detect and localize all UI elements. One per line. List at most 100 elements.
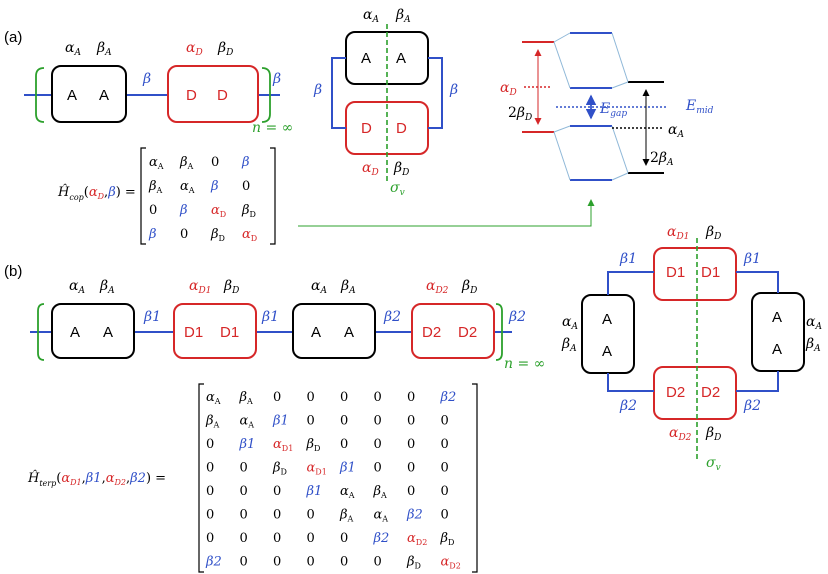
matrix-cell: 0 <box>340 414 348 429</box>
alpha-D-label: αD <box>362 160 379 178</box>
alpha-A-label: αA <box>65 40 81 58</box>
matrix-cell: 0 <box>407 414 415 429</box>
cycle-a <box>331 24 443 182</box>
matrix-cell: 0 <box>149 203 157 218</box>
svg-text:αD2: αD2 <box>669 425 692 443</box>
svg-text:βA: βA <box>561 336 577 354</box>
matrix-cell: 0 <box>340 531 348 546</box>
matrix-cell: 0 <box>307 531 315 546</box>
cycle-a-site: A <box>396 50 406 67</box>
matrix-cell: 0 <box>374 461 382 476</box>
matrix-cell: 0 <box>206 484 214 499</box>
matrix-b-brackets <box>198 383 478 573</box>
cycle-b-site: A <box>602 311 612 328</box>
matrix-cell: 0 <box>407 461 415 476</box>
alpha-A-label: αA <box>363 7 379 25</box>
matrix-cell: β1 <box>272 414 289 429</box>
matrix-cell: 0 <box>273 508 281 523</box>
matrix-cell: 0 <box>273 531 281 546</box>
matrix-cell: αD2 <box>441 555 461 571</box>
chain-b <box>30 303 512 361</box>
svg-text:αD2: αD2 <box>426 278 449 296</box>
matrix-cell: 0 <box>206 437 214 452</box>
matrix-cell: β2 <box>373 531 390 546</box>
beta2-label: β2 <box>619 398 637 414</box>
bracket-left <box>35 67 45 123</box>
cycle-b-site: D1 <box>701 264 720 281</box>
cycle-b-site: D2 <box>701 384 720 401</box>
beta-link-label: β <box>142 71 151 87</box>
panel-b-label: (b) <box>4 263 22 280</box>
svg-text:αA: αA <box>311 278 327 296</box>
matrix-cell: 0 <box>307 414 315 429</box>
two-beta-D-label: 2βD <box>508 105 532 123</box>
svg-text:βD: βD <box>705 425 721 443</box>
beta2-label: β2 <box>743 398 761 414</box>
matrix-cell: αD1 <box>273 437 293 453</box>
svg-text:αD1: αD1 <box>189 278 211 296</box>
matrix-cell: αD1 <box>307 461 327 477</box>
beta1-label: β1 <box>619 251 637 267</box>
matrix-cell: 0 <box>211 155 219 170</box>
svg-text:αD1: αD1 <box>667 224 689 242</box>
beta2-label: β2 <box>383 309 401 325</box>
svg-text:αA: αA <box>69 278 85 296</box>
matrix-cell: β2 <box>440 390 457 405</box>
matrix-cell: 0 <box>206 461 214 476</box>
alpha-A-level-label: αA <box>668 122 684 140</box>
chain-a-site: D <box>217 87 228 104</box>
matrix-cell: 0 <box>340 437 348 452</box>
emid-label: Emid <box>685 98 714 116</box>
cycle-b-site: A <box>602 343 612 360</box>
cycle-b-site: D1 <box>666 264 685 281</box>
beta-link-label: β <box>272 71 281 87</box>
matrix-cell: 0 <box>180 227 188 242</box>
svg-text:σv: σv <box>706 455 721 473</box>
beta1-label: β1 <box>261 309 279 325</box>
cycle-a-site: D <box>361 120 372 137</box>
chain-b-site: D2 <box>422 324 441 341</box>
chain-a-site: D <box>186 87 197 104</box>
matrix-cell: 0 <box>441 484 449 499</box>
n-infinity-label: n = ∞ <box>252 120 293 136</box>
bracket-right <box>261 67 271 123</box>
matrix-cell: 0 <box>374 414 382 429</box>
matrix-cell: βA <box>148 179 163 195</box>
svg-text:βA: βA <box>340 278 356 296</box>
matrix-cell: 0 <box>407 390 415 405</box>
matrix-cell: βA <box>373 484 388 500</box>
matrix-cell: β2 <box>205 555 222 570</box>
matrix-cell: 0 <box>441 414 449 429</box>
matrix-cell: 0 <box>340 555 348 570</box>
matrix-cell: β <box>179 203 188 218</box>
sigma-v-label: σv <box>390 180 405 198</box>
matrix-cell: 0 <box>206 508 214 523</box>
matrix-cell: 0 <box>307 390 315 405</box>
matrix-cell: β <box>210 179 219 194</box>
matrix-cell: αA <box>206 390 221 406</box>
hamiltonian-terp-label: Ĥterp(αD1,β1,αD2,β2) = <box>27 470 166 488</box>
matrix-a-brackets <box>140 147 276 245</box>
matrix-cell: βA <box>239 390 254 406</box>
matrix-cell: 0 <box>240 484 248 499</box>
connector-arrow <box>298 199 595 227</box>
matrix-cell: 0 <box>240 555 248 570</box>
matrix-cell: βD <box>210 227 225 243</box>
matrix-cell: β <box>241 155 250 170</box>
matrix-cell: 0 <box>407 437 415 452</box>
beta-A-label: βA <box>96 40 112 58</box>
matrix-cell: αA <box>240 414 255 430</box>
cycle-b-site: A <box>772 309 782 326</box>
matrix-cell: αA <box>340 484 355 500</box>
matrix-cell: αD <box>211 203 226 219</box>
beta-D-label: βD <box>217 40 233 58</box>
matrix-cell: 0 <box>441 508 449 523</box>
chain-a <box>24 65 280 123</box>
beta-D-label: βD <box>393 160 409 178</box>
svg-text:αA: αA <box>806 314 822 332</box>
matrix-cell: αA <box>149 155 164 171</box>
matrix-cell: αD <box>242 227 257 243</box>
svg-text:βD: βD <box>705 224 721 242</box>
beta2-label: β2 <box>508 309 526 325</box>
matrix-cell: βD <box>272 461 287 477</box>
